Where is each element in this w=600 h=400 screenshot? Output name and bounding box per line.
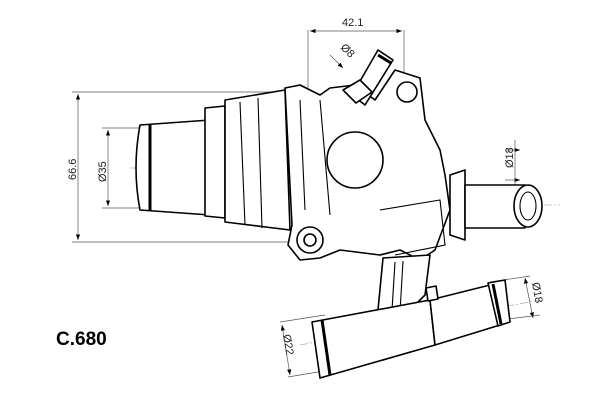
part-code: C.680 (56, 329, 107, 350)
left-inlet-pipe (135, 89, 291, 231)
dimension-bottom-outlet-large-diameter: Ø22 (280, 333, 295, 356)
dimension-small-port-diameter: Ø8 (338, 42, 357, 61)
small-top-port (342, 49, 394, 106)
dimension-right-outlet-diameter: Ø18 (504, 147, 516, 168)
bottom-outlet-pipe (311, 254, 511, 379)
dimension-width-top: 42.1 (342, 17, 363, 29)
dimension-bottom-outlet-small-diameter: Ø18 (529, 281, 544, 304)
dimension-lines (72, 28, 541, 378)
dimension-inlet-diameter: Ø35 (97, 161, 109, 182)
housing-body (284, 69, 451, 261)
dimension-height-left: 66.6 (67, 159, 79, 180)
right-outlet-pipe (449, 169, 543, 241)
